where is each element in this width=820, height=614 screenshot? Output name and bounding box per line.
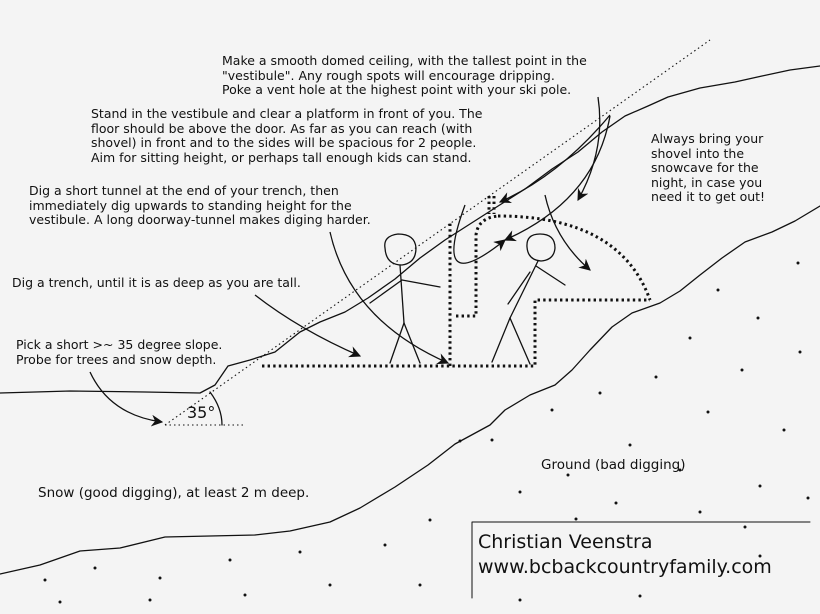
arrow-vestibule-2 xyxy=(503,115,611,242)
ground-dot xyxy=(158,576,162,580)
ground-dot xyxy=(796,261,800,265)
ground-dot xyxy=(383,543,387,547)
ground-dot xyxy=(228,558,232,562)
ground-dot xyxy=(93,566,97,570)
ground-dot xyxy=(518,598,522,602)
ground-dot xyxy=(490,438,494,442)
label-snow: Snow (good digging), at least 2 m deep. xyxy=(38,485,310,501)
note-tunnel: Dig a short tunnel at the end of your tr… xyxy=(29,183,371,227)
slope-reference-line xyxy=(164,39,711,426)
ground-dot xyxy=(716,288,720,292)
ground-dot xyxy=(550,408,554,412)
ground-dot xyxy=(638,594,642,598)
ground-dot xyxy=(740,368,744,372)
ground-dot xyxy=(43,578,47,582)
ground-texture xyxy=(43,261,810,604)
ground-line xyxy=(0,205,820,575)
ground-dot xyxy=(628,443,632,447)
tunnel-inner xyxy=(456,214,499,318)
ground-dot xyxy=(806,496,810,500)
ground-dot xyxy=(574,517,578,521)
cave-dome xyxy=(497,214,652,301)
ground-dot xyxy=(678,468,682,472)
credit-author: Christian Veenstra xyxy=(478,531,653,553)
ground-dot xyxy=(798,350,802,354)
note-vestibule: Stand in the vestibule and clear a platf… xyxy=(91,106,483,165)
credit-frame xyxy=(471,521,811,599)
arrow-trench xyxy=(254,294,362,358)
ground-dot xyxy=(58,600,62,604)
arrow-ceiling xyxy=(577,96,601,202)
ground-dot xyxy=(298,550,302,554)
ground-dot xyxy=(418,583,422,587)
ground-dot xyxy=(148,598,152,602)
ground-dot xyxy=(458,439,462,443)
note-ceiling: Make a smooth domed ceiling, with the ta… xyxy=(222,53,587,97)
ground-dot xyxy=(328,583,332,587)
ground-dot xyxy=(654,375,658,379)
person-in-trench xyxy=(369,233,441,364)
angle-arc xyxy=(209,391,223,426)
note-slope: Pick a short >~ 35 degree slope. Probe f… xyxy=(16,337,223,367)
label-ground: Ground (bad digging) xyxy=(541,457,686,473)
ground-dot xyxy=(614,501,618,505)
ground-dot xyxy=(688,336,692,340)
arrow-slope xyxy=(89,371,164,427)
arrow-tunnel xyxy=(329,231,450,365)
ground-dot xyxy=(598,391,602,395)
ground-dot xyxy=(243,593,247,597)
arrow-vestibule xyxy=(498,114,611,204)
ground-dot xyxy=(706,410,710,414)
ground-dot xyxy=(698,510,702,514)
snow-surface-line xyxy=(0,65,820,394)
ground-dot xyxy=(758,484,762,488)
note-trench: Dig a trench, until it is as deep as you… xyxy=(12,275,301,290)
ground-dot xyxy=(566,473,570,477)
trench-floor xyxy=(262,298,650,368)
ground-dot xyxy=(743,525,747,529)
ground-dot xyxy=(428,518,432,522)
angle-label: 35° xyxy=(187,403,216,422)
note-shovel: Always bring your shovel into the snowca… xyxy=(651,131,766,204)
credit-website: www.bcbackcountryfamily.com xyxy=(478,556,772,578)
ground-dot xyxy=(758,554,762,558)
ground-dot xyxy=(756,316,760,320)
arrow-dome xyxy=(544,194,591,271)
ground-dot xyxy=(518,490,522,494)
person-in-cave xyxy=(491,233,566,365)
arrow-up-tunnel xyxy=(453,204,506,264)
ground-dot xyxy=(782,428,786,432)
